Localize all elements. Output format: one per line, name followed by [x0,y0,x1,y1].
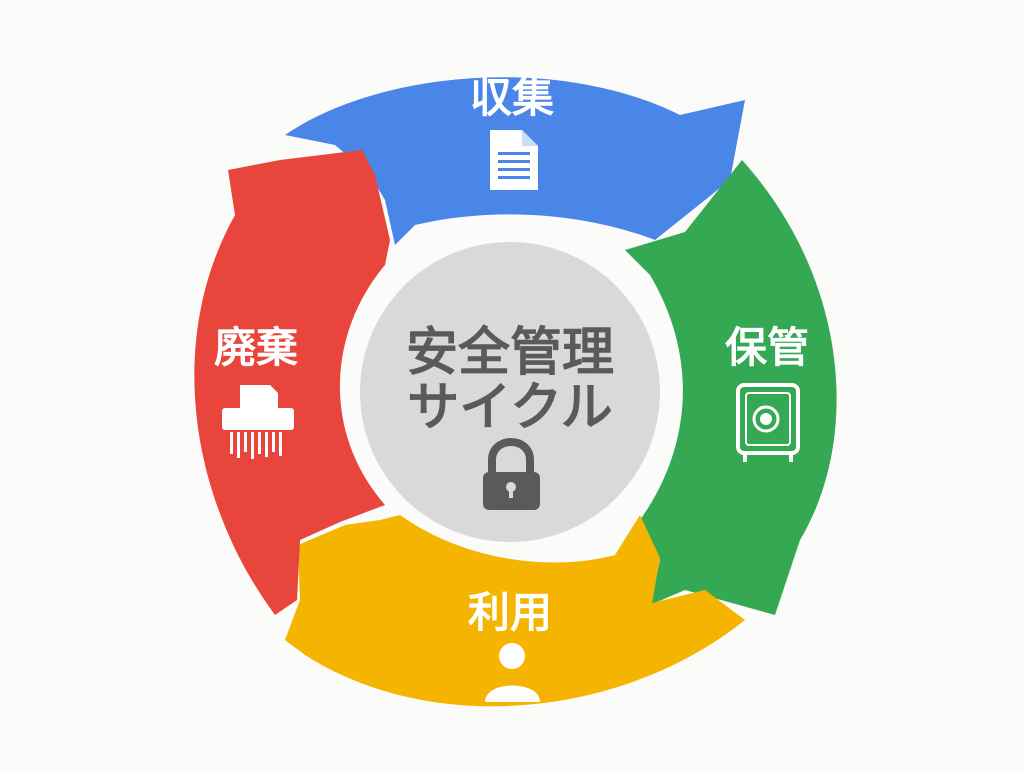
arrow-segment-dispose [194,150,390,615]
center-title-line1: 安全管理 [406,323,614,383]
safe-icon [736,383,800,462]
stage-label-dispose: 廃棄 [214,323,298,372]
center-title-line2: サイクル [407,378,612,438]
arrow-segment-store [625,160,837,615]
stage-label-store: 保管 [725,323,809,372]
document-icon [490,130,538,190]
arrow-segment-use [285,515,745,707]
shredder-icon [222,385,294,459]
center-disc [360,242,660,542]
lock-icon [483,438,540,510]
stage-label-collect: 収集 [470,73,554,122]
stage-label-use: 利用 [468,588,552,637]
user-icon [485,643,540,702]
